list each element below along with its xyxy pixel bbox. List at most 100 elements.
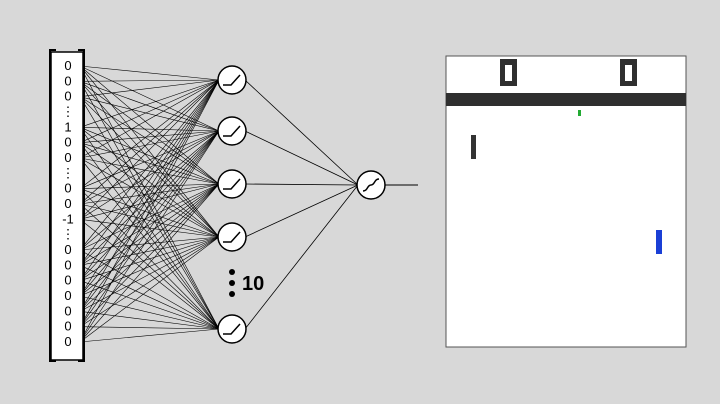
input-entry: 0 xyxy=(64,273,71,288)
input-hidden-connection xyxy=(79,236,220,266)
input-entry: -1 xyxy=(62,211,74,226)
relu-icon xyxy=(223,74,241,86)
input-hidden-connection xyxy=(79,203,220,238)
input-entry: 0 xyxy=(64,334,71,349)
input-hidden-connection xyxy=(79,142,220,185)
input-hidden-connection xyxy=(79,79,220,297)
input-entry: 0 xyxy=(64,257,71,272)
hidden-unit xyxy=(217,65,247,95)
left-paddle xyxy=(471,135,476,159)
input-hidden-connection xyxy=(79,236,220,343)
hidden-output-connection xyxy=(244,184,359,330)
output-unit xyxy=(356,170,418,200)
input-hidden-connection xyxy=(79,79,220,82)
hidden-layer xyxy=(217,65,247,344)
input-entry: 0 xyxy=(64,73,71,88)
input-hidden-connection xyxy=(79,280,220,330)
input-hidden-connection xyxy=(79,183,220,189)
input-hidden-connection xyxy=(79,65,220,185)
input-hidden-connection xyxy=(79,183,220,281)
input-hidden-connection xyxy=(79,130,220,159)
input-entry: 0 xyxy=(64,89,71,104)
input-ellipsis: ⋮ xyxy=(62,165,75,180)
ellipsis-dot xyxy=(229,269,235,275)
input-hidden-connection xyxy=(79,236,220,297)
hidden-output-connection xyxy=(244,184,359,238)
input-hidden-connection xyxy=(79,79,220,189)
ellipsis-dot xyxy=(229,280,235,286)
hidden-output-connection xyxy=(244,183,359,186)
input-hidden-connection xyxy=(79,65,220,81)
right-paddle xyxy=(656,230,662,254)
relu-icon xyxy=(223,323,241,335)
input-hidden-connection xyxy=(79,130,220,266)
sigmoid-icon xyxy=(362,178,380,192)
input-entry: 0 xyxy=(64,181,71,196)
input-hidden-connection xyxy=(79,142,220,238)
input-vector-box xyxy=(50,51,84,361)
input-vector-left-bracket xyxy=(49,49,56,362)
network-connections xyxy=(79,65,359,343)
input-hidden-connection xyxy=(79,65,220,132)
input-ellipsis: ⋮ xyxy=(62,104,75,119)
relu-icon xyxy=(223,125,241,137)
hidden-unit xyxy=(217,222,247,252)
ellipsis-dot xyxy=(229,291,235,297)
input-entry: 0 xyxy=(64,303,71,318)
input-hidden-connection xyxy=(79,79,220,205)
input-hidden-connection xyxy=(79,183,220,343)
input-hidden-connection xyxy=(79,81,220,132)
input-hidden-connection xyxy=(79,127,220,185)
ball xyxy=(578,110,581,116)
input-hidden-connection xyxy=(79,96,220,238)
input-hidden-connection xyxy=(79,79,220,159)
input-hidden-connection xyxy=(79,130,220,189)
hidden-output-connection xyxy=(244,130,359,186)
input-hidden-connection xyxy=(79,65,220,238)
input-hidden-connection xyxy=(79,142,220,330)
input-entry: 0 xyxy=(64,58,71,73)
input-hidden-connection xyxy=(79,81,220,185)
input-entry: 0 xyxy=(64,288,71,303)
input-hidden-connection xyxy=(79,130,220,251)
score-bar xyxy=(446,93,686,106)
input-hidden-connection xyxy=(79,183,220,297)
input-hidden-connection xyxy=(79,81,220,330)
input-hidden-connection xyxy=(79,130,220,205)
input-hidden-connection xyxy=(79,79,220,220)
input-hidden-connection xyxy=(79,328,220,343)
input-hidden-connection xyxy=(79,96,220,132)
input-hidden-connection xyxy=(79,157,220,238)
input-hidden-connection xyxy=(79,130,220,143)
hidden-node xyxy=(217,65,247,95)
input-hidden-connection xyxy=(79,79,220,343)
pong-game xyxy=(445,55,687,348)
input-ellipsis: ⋮ xyxy=(62,227,75,242)
relu-icon xyxy=(223,231,241,243)
input-hidden-connection xyxy=(79,79,220,327)
input-entry: 0 xyxy=(64,242,71,257)
relu-icon xyxy=(223,178,241,190)
hidden-unit-count: 10 xyxy=(242,273,264,295)
input-hidden-connection xyxy=(79,130,220,220)
input-hidden-connection xyxy=(79,236,220,251)
input-hidden-connection xyxy=(79,157,220,185)
input-entry: 1 xyxy=(64,119,71,134)
input-hidden-connection xyxy=(79,130,220,297)
input-hidden-connection xyxy=(79,183,220,251)
input-hidden-connection xyxy=(79,236,220,281)
hidden-node xyxy=(217,314,247,344)
input-hidden-connection xyxy=(79,79,220,97)
input-hidden-connection xyxy=(79,127,220,132)
input-hidden-connection xyxy=(79,79,220,281)
input-hidden-connection xyxy=(79,96,220,185)
hidden-unit xyxy=(217,314,247,344)
input-entry: 0 xyxy=(64,135,71,150)
hidden-layer-ellipsis xyxy=(229,269,235,297)
input-hidden-connection xyxy=(79,326,220,330)
input-hidden-connection xyxy=(79,81,220,238)
input-hidden-connection xyxy=(79,295,220,330)
input-hidden-connection xyxy=(79,311,220,330)
